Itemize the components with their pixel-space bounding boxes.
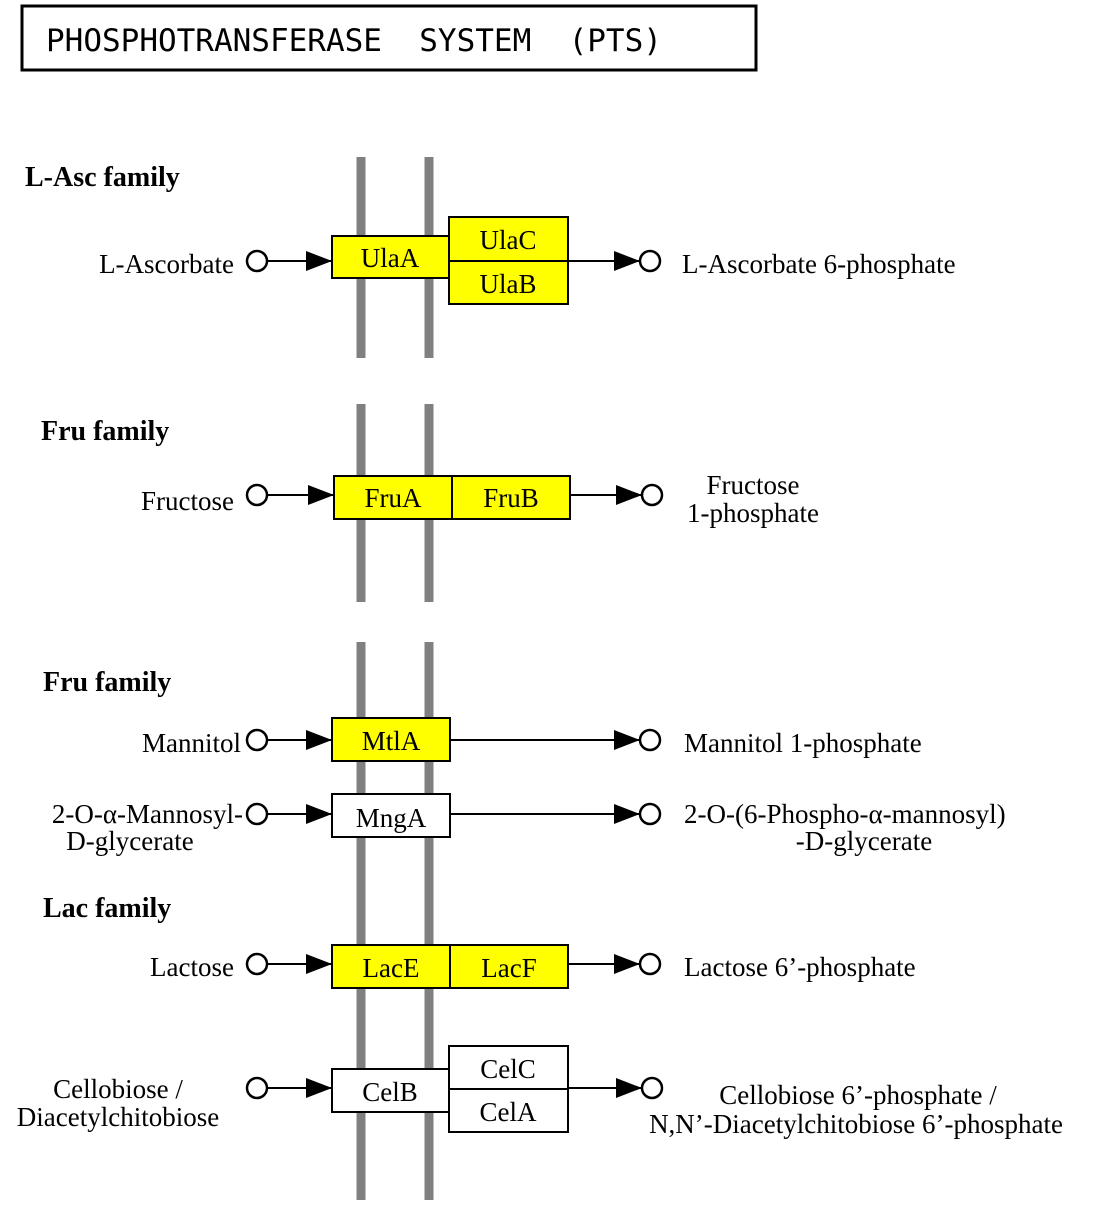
gene-box-fruA[interactable]: FruA <box>333 475 453 520</box>
gene-box-ulaC-rect <box>448 216 569 262</box>
compound-lactose-6-phosphate[interactable]: Lactose 6’-phosphate <box>684 952 916 982</box>
pathway-row-lactose: Lactose LacE LacF Lactose 6’-phosphate <box>150 944 916 989</box>
compound-node-lactose[interactable] <box>245 952 269 976</box>
gene-box-lacF-rect <box>449 944 569 989</box>
gene-label-ulaB: UlaB <box>480 269 537 299</box>
gene-label-celC: CelC <box>480 1054 536 1084</box>
family-lac-label: Lac family <box>43 893 171 924</box>
compound-fructose-1-phosphate-line2[interactable]: 1-phosphate <box>687 498 819 528</box>
compound-node-lactose-6p[interactable] <box>638 952 662 976</box>
pathway-row-l-ascorbate: L-Ascorbate UlaA UlaC UlaB L-Ascorbate 6… <box>99 216 956 305</box>
family-fru-label-2: Fru family <box>43 667 171 698</box>
compound-node-l-ascorbate-6p[interactable] <box>638 249 662 273</box>
gene-label-fruA: FruA <box>364 483 422 513</box>
gene-box-fruB-rect <box>451 475 571 520</box>
gene-label-lacE: LacE <box>363 953 420 983</box>
compound-l-ascorbate[interactable]: L-Ascorbate <box>99 249 234 279</box>
gene-label-mngA: MngA <box>356 803 427 833</box>
family-fru-label-1: Fru family <box>41 416 169 447</box>
gene-box-ulaB-rect <box>448 260 569 305</box>
gene-box-celA-rect <box>448 1088 569 1133</box>
compound-cellobiose-6-phosphate-line1[interactable]: Cellobiose 6’-phosphate / <box>719 1080 997 1110</box>
compound-node-fructose-1p[interactable] <box>640 483 664 507</box>
compound-mannitol[interactable]: Mannitol <box>142 728 241 758</box>
compound-node-mannitol-1p[interactable] <box>638 728 662 752</box>
gene-box-celB[interactable]: CelB <box>331 1068 450 1113</box>
gene-box-ulaA[interactable]: UlaA <box>331 235 450 279</box>
compound-node-cellobiose[interactable] <box>245 1076 269 1100</box>
compound-cellobiose-line2[interactable]: Diacetylchitobiose <box>17 1102 219 1132</box>
gene-box-mngA-rect <box>331 793 451 838</box>
compound-node-phosphomannosyl-glycerate[interactable] <box>638 802 662 826</box>
gene-label-fruB: FruB <box>483 483 539 513</box>
compound-node-mannitol[interactable] <box>245 728 269 752</box>
gene-box-mtlA-rect <box>331 717 451 762</box>
gene-box-celC-rect <box>448 1045 569 1090</box>
compound-node-mannosyl-glycerate[interactable] <box>245 802 269 826</box>
compound-mannosyl-glycerate-line2[interactable]: D-glycerate <box>66 826 193 856</box>
gene-label-ulaA: UlaA <box>361 243 420 273</box>
gene-box-celA[interactable]: CelA <box>448 1088 569 1133</box>
diagram-title: PHOSPHOTRANSFERASE SYSTEM (PTS) <box>46 23 662 59</box>
compound-fructose-1-phosphate-line1[interactable]: Fructose <box>707 470 800 500</box>
gene-box-celC[interactable]: CelC <box>448 1045 569 1090</box>
compound-node-cellobiose-6p[interactable] <box>640 1076 664 1100</box>
compound-phosphomannosyl-glycerate-line2[interactable]: -D-glycerate <box>796 826 932 856</box>
gene-box-ulaC[interactable]: UlaC <box>448 216 569 262</box>
pathway-row-fructose: Fructose FruA FruB Fructose 1-phosphate <box>141 470 819 528</box>
gene-box-fruB[interactable]: FruB <box>451 475 571 520</box>
gene-box-fruA-rect <box>333 475 453 520</box>
pathway-row-cellobiose: Cellobiose / Diacetylchitobiose CelB Cel… <box>17 1045 1063 1139</box>
gene-box-lacE-rect <box>331 944 451 989</box>
pathway-row-mannitol: Mannitol MtlA Mannitol 1-phosphate <box>142 717 922 762</box>
compound-fructose[interactable]: Fructose <box>141 486 234 516</box>
gene-label-lacF: LacF <box>481 953 536 983</box>
compound-node-l-ascorbate[interactable] <box>245 249 269 273</box>
compound-phosphomannosyl-glycerate-line1[interactable]: 2-O-(6-Phospho-α-mannosyl) <box>684 799 1006 829</box>
compound-l-ascorbate-6-phosphate[interactable]: L-Ascorbate 6-phosphate <box>682 249 956 279</box>
gene-box-mtlA[interactable]: MtlA <box>331 717 451 762</box>
gene-label-celB: CelB <box>362 1077 418 1107</box>
family-lasc-label: L-Asc family <box>25 162 180 193</box>
compound-lactose[interactable]: Lactose <box>150 952 234 982</box>
gene-box-ulaA-rect <box>331 235 450 279</box>
pathway-row-mannosyl-glycerate: 2-O-α-Mannosyl- D-glycerate MngA 2-O-(6-… <box>52 793 1006 856</box>
title-box <box>20 4 758 72</box>
compound-cellobiose-6-phosphate-line2[interactable]: N,N’-Diacetylchitobiose 6’-phosphate <box>649 1109 1063 1139</box>
compound-mannitol-1-phosphate[interactable]: Mannitol 1-phosphate <box>684 728 922 758</box>
gene-label-ulaC: UlaC <box>480 225 537 255</box>
gene-label-mtlA: MtlA <box>362 726 421 756</box>
gene-box-lacF[interactable]: LacF <box>449 944 569 989</box>
gene-box-ulaB[interactable]: UlaB <box>448 260 569 305</box>
compound-cellobiose-line1[interactable]: Cellobiose / <box>53 1074 183 1104</box>
gene-box-lacE[interactable]: LacE <box>331 944 451 989</box>
gene-box-mngA[interactable]: MngA <box>331 793 451 838</box>
compound-mannosyl-glycerate-line1[interactable]: 2-O-α-Mannosyl- <box>52 799 243 829</box>
compound-node-fructose[interactable] <box>245 483 269 507</box>
gene-label-celA: CelA <box>480 1097 537 1127</box>
